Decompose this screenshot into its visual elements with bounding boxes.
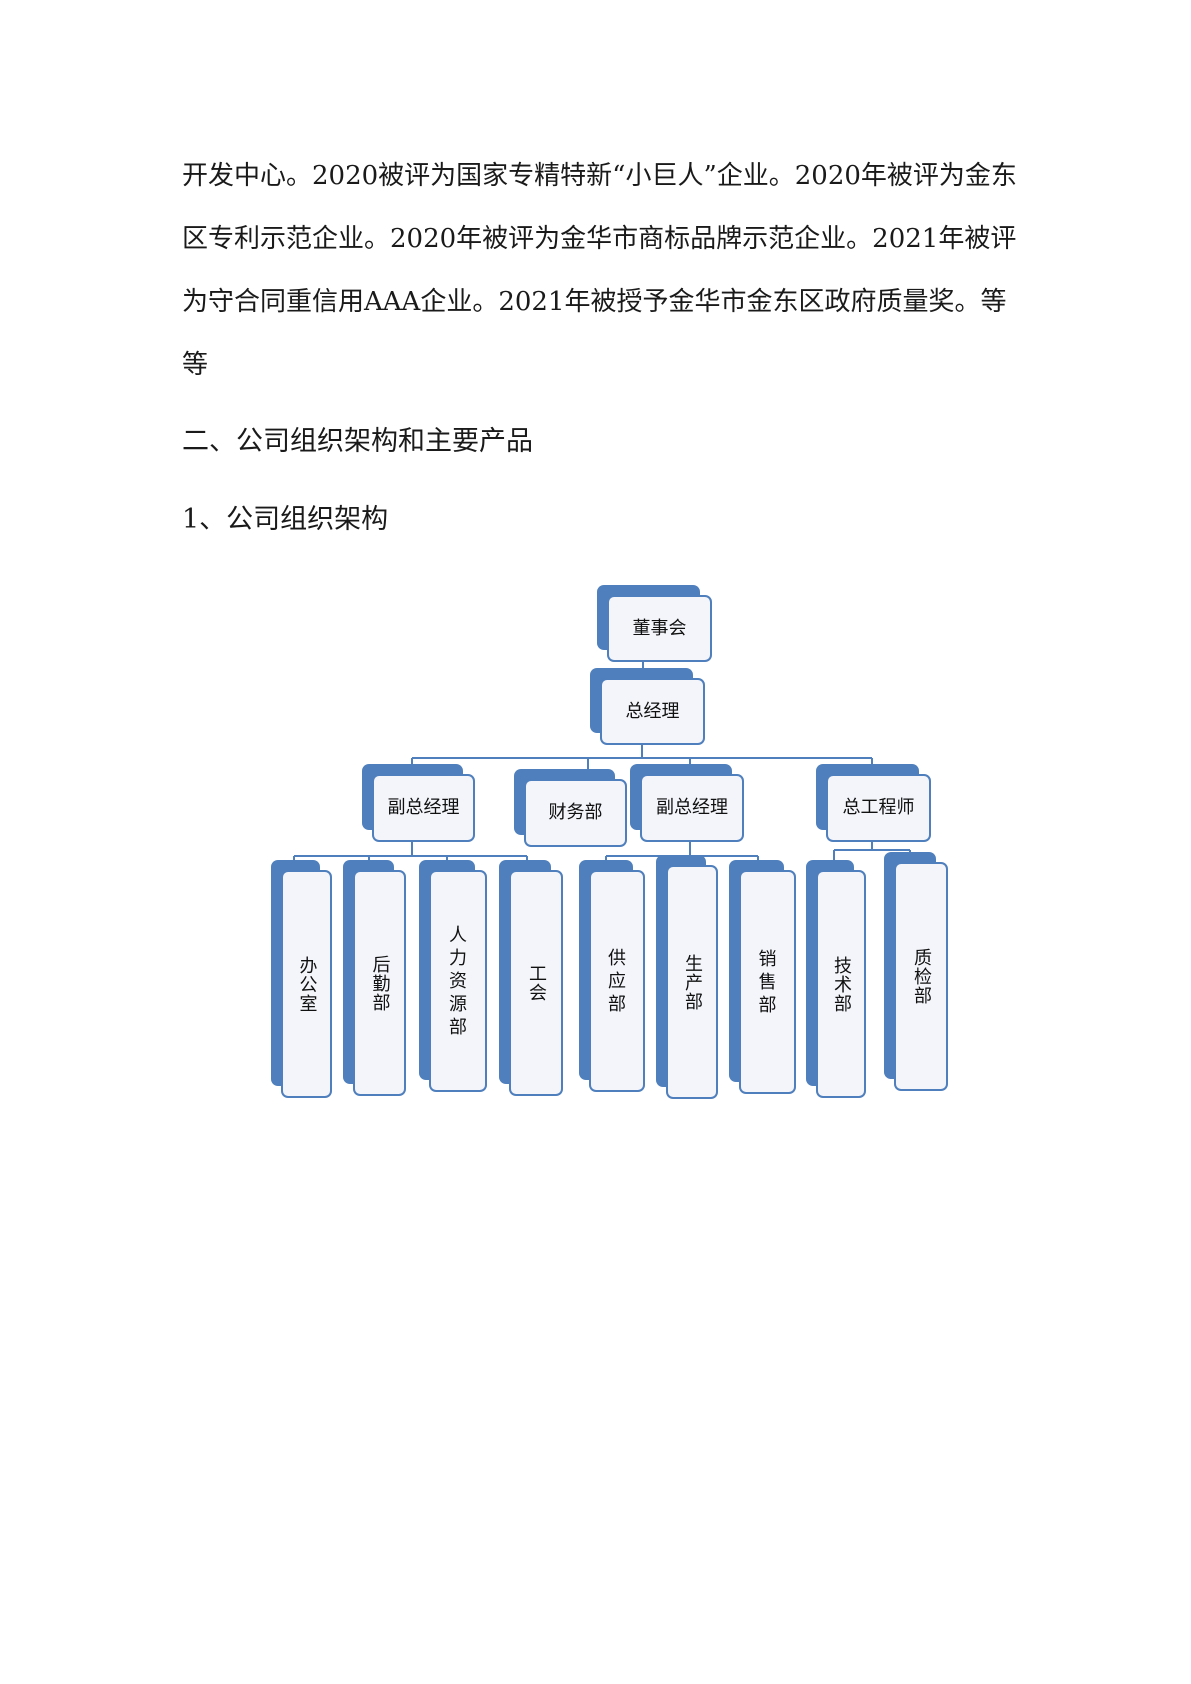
node-technology: 技术部 — [806, 860, 866, 1098]
node-board: 董事会 — [597, 585, 712, 662]
node-label: 技术部 — [816, 870, 866, 1098]
node-general-manager: 总经理 — [590, 668, 705, 745]
node-label: 质检部 — [894, 862, 948, 1091]
node-office: 办公室 — [271, 860, 332, 1098]
node-label: 供应部 — [589, 870, 645, 1092]
node-label: 财务部 — [524, 779, 627, 847]
node-vp-right: 副总经理 — [630, 764, 744, 842]
node-label: 人力资源部 — [429, 870, 487, 1092]
node-label: 办公室 — [281, 870, 332, 1098]
node-label: 副总经理 — [640, 774, 744, 842]
node-vp-left: 副总经理 — [362, 764, 475, 842]
node-finance: 财务部 — [514, 769, 627, 847]
node-hr: 人力资源部 — [419, 860, 487, 1092]
node-quality: 质检部 — [884, 852, 948, 1091]
node-label: 生产部 — [666, 865, 718, 1099]
node-logistics: 后勤部 — [343, 860, 406, 1096]
node-supply: 供应部 — [579, 860, 645, 1092]
node-label: 总工程师 — [826, 774, 931, 842]
section-heading: 二、公司组织架构和主要产品 — [182, 426, 533, 457]
node-label: 工会 — [509, 870, 563, 1096]
node-label: 后勤部 — [353, 870, 406, 1096]
subsection-heading: 1、公司组织架构 — [182, 504, 389, 535]
node-label: 销售部 — [739, 870, 796, 1094]
body-paragraph: 开发中心。2020被评为国家专精特新“小巨人”企业。2020年被评为金东区专利示… — [182, 161, 1017, 380]
node-chief-engineer: 总工程师 — [816, 764, 931, 842]
node-label: 总经理 — [600, 678, 705, 745]
node-label: 副总经理 — [372, 774, 475, 842]
node-sales: 销售部 — [729, 860, 796, 1094]
node-union: 工会 — [499, 860, 563, 1096]
node-production: 生产部 — [656, 855, 718, 1099]
node-label: 董事会 — [607, 595, 712, 662]
